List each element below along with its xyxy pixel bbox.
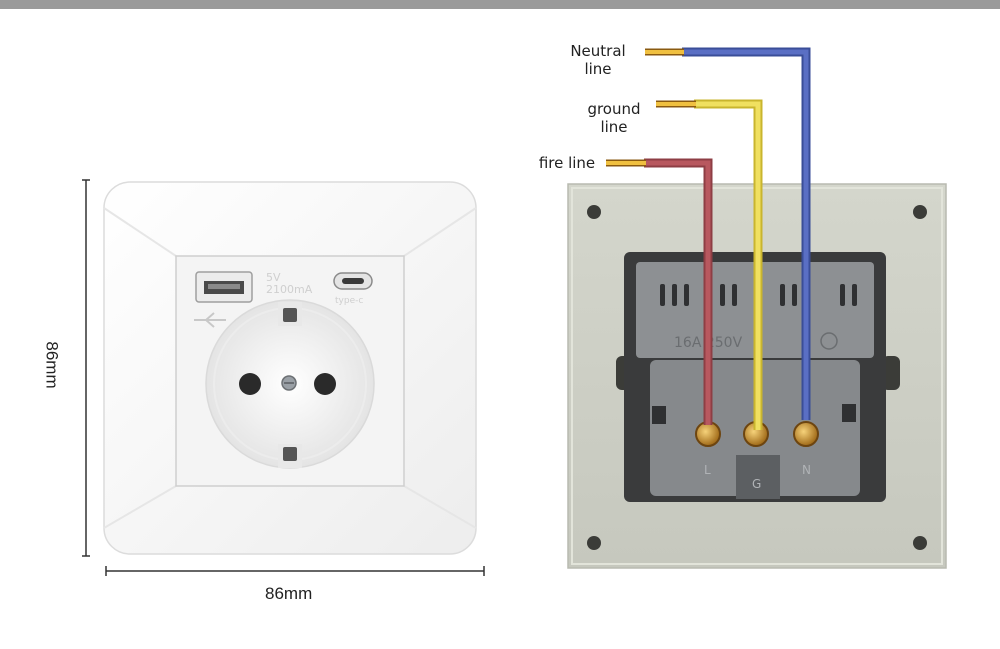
terminal-label-n: N <box>802 463 811 477</box>
neutral-line-label: Neutral line <box>566 42 630 78</box>
neutral-label-line2: line <box>584 60 612 78</box>
mount-hole <box>587 205 601 219</box>
wires <box>606 47 811 430</box>
height-dimension-line <box>82 179 90 557</box>
mount-hole <box>913 536 927 550</box>
width-dimension-line <box>105 566 485 576</box>
width-dimension-label: 86mm <box>265 584 313 603</box>
terminal-label-g: G <box>752 477 761 491</box>
neutral-terminal-screw <box>793 421 819 447</box>
vent-slots <box>660 284 857 306</box>
usb-icon <box>194 312 226 328</box>
usb-voltage-label: 5V <box>266 271 281 284</box>
top-border-strip <box>0 0 1000 9</box>
typec-label: type-c <box>335 296 363 306</box>
neutral-wire <box>645 47 811 420</box>
ground-label-line1: ground <box>587 100 641 118</box>
mount-hole <box>913 205 927 219</box>
schuko-socket <box>205 299 375 469</box>
ground-line-label: ground line <box>584 100 644 136</box>
usb-c-port <box>333 272 373 290</box>
usb-a-port <box>195 271 253 303</box>
mount-hole <box>587 536 601 550</box>
neutral-label-line1: Neutral <box>570 42 626 60</box>
terminal-label-l: L <box>704 463 711 477</box>
live-pin-hole <box>239 373 261 395</box>
ground-wire <box>656 99 763 430</box>
fire-label-line1: fire line <box>538 154 596 172</box>
neutral-pin-hole <box>314 373 336 395</box>
fire-wire <box>606 158 713 425</box>
fire-line-label: fire line <box>535 154 599 172</box>
front-socket: 5V 2100mA type-c <box>103 181 477 555</box>
live-terminal-screw <box>695 421 721 447</box>
usb-current-label: 2100mA <box>266 283 313 296</box>
ground-label-line2: line <box>600 118 628 136</box>
side-slot <box>882 356 900 390</box>
